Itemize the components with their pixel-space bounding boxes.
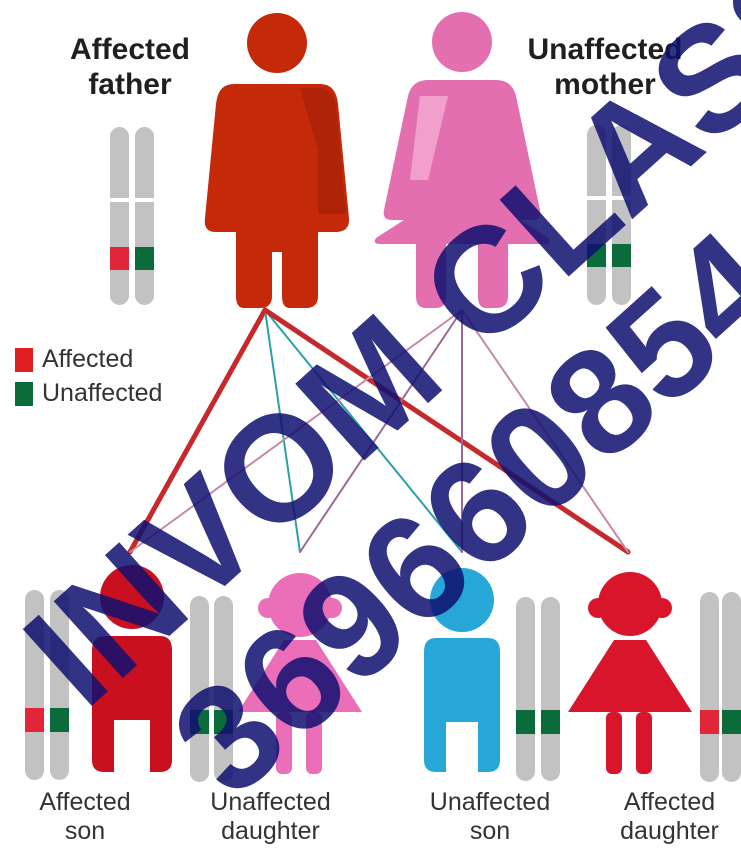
affected-allele <box>110 247 129 270</box>
child-affected-daughter-group <box>568 572 741 782</box>
unaffected-daughter-figure <box>238 573 362 774</box>
affected-daughter-figure <box>568 572 692 774</box>
affected-allele <box>700 710 719 734</box>
daughter-dress <box>568 640 692 712</box>
chromosome <box>110 127 129 305</box>
daughter-pigtail <box>652 598 672 618</box>
chromosome <box>541 597 560 781</box>
daughter-leg <box>636 712 652 774</box>
unaffected-son-figure <box>424 568 500 772</box>
daughter-head <box>598 572 662 636</box>
chromosome-notch <box>135 198 154 202</box>
daughter-pigtail <box>588 598 608 618</box>
son-head <box>100 565 164 629</box>
legend-unaffected-swatch <box>15 382 33 406</box>
line-father-affected-son <box>130 310 265 552</box>
affected-son-figure <box>92 565 172 772</box>
chromosome-notch <box>612 196 631 200</box>
legend-affected-swatch <box>15 348 33 372</box>
unaffected-allele <box>541 710 560 734</box>
chromosome <box>516 597 535 781</box>
unaffected-allele <box>722 710 741 734</box>
daughter-dress <box>238 640 362 712</box>
son-body <box>92 636 172 772</box>
unaffected-allele <box>612 244 631 267</box>
child-label-unaffected-daughter: Unaffected daughter <box>183 788 358 846</box>
unaffected-allele <box>50 708 69 732</box>
chromosome <box>135 127 154 305</box>
son-body <box>424 638 500 772</box>
father-label: Affected father <box>40 33 220 102</box>
unaffected-allele <box>516 710 535 734</box>
daughter-head <box>268 573 332 637</box>
chromosome-notch <box>110 198 129 202</box>
chromosome <box>612 125 631 305</box>
father-figure <box>205 13 349 308</box>
son-head <box>430 568 494 632</box>
inheritance-lines <box>130 310 628 552</box>
legend-affected-label: Affected <box>42 345 133 374</box>
child-label-unaffected-son: Unaffected son <box>400 788 580 846</box>
father-head <box>247 13 307 73</box>
chromosome <box>25 590 44 780</box>
child-label-affected-daughter: Affected daughter <box>598 788 741 846</box>
child-affected-son-group <box>25 565 172 780</box>
mother-label: Unaffected mother <box>500 33 710 102</box>
chromosome-notch <box>587 196 606 200</box>
chromosome <box>587 125 606 305</box>
mother-body <box>375 80 550 308</box>
child-unaffected-daughter-group <box>190 573 362 782</box>
chromosome <box>214 596 233 782</box>
mother-chromosomes <box>587 125 631 305</box>
chromosome <box>190 596 209 782</box>
unaffected-allele <box>587 244 606 267</box>
chromosome <box>700 592 719 782</box>
unaffected-allele <box>135 247 154 270</box>
affected-allele <box>25 708 44 732</box>
daughter-leg <box>306 712 322 774</box>
chromosome <box>50 590 69 780</box>
line-mother-affected-daughter <box>462 310 628 552</box>
legend-unaffected-label: Unaffected <box>42 379 162 408</box>
mother-head <box>432 12 492 72</box>
daughter-leg <box>276 712 292 774</box>
father-chromosomes <box>110 127 154 305</box>
daughter-pigtail <box>258 598 278 618</box>
line-mother-affected-son <box>130 310 462 552</box>
line-mother-unaffected-daughter <box>300 310 462 552</box>
unaffected-allele <box>214 710 233 734</box>
daughter-leg <box>606 712 622 774</box>
unaffected-allele <box>190 710 209 734</box>
line-father-affected-daughter <box>265 310 628 552</box>
daughter-pigtail <box>322 598 342 618</box>
child-label-affected-son: Affected son <box>10 788 160 846</box>
chromosome <box>722 592 741 782</box>
child-unaffected-son-group <box>424 568 560 781</box>
